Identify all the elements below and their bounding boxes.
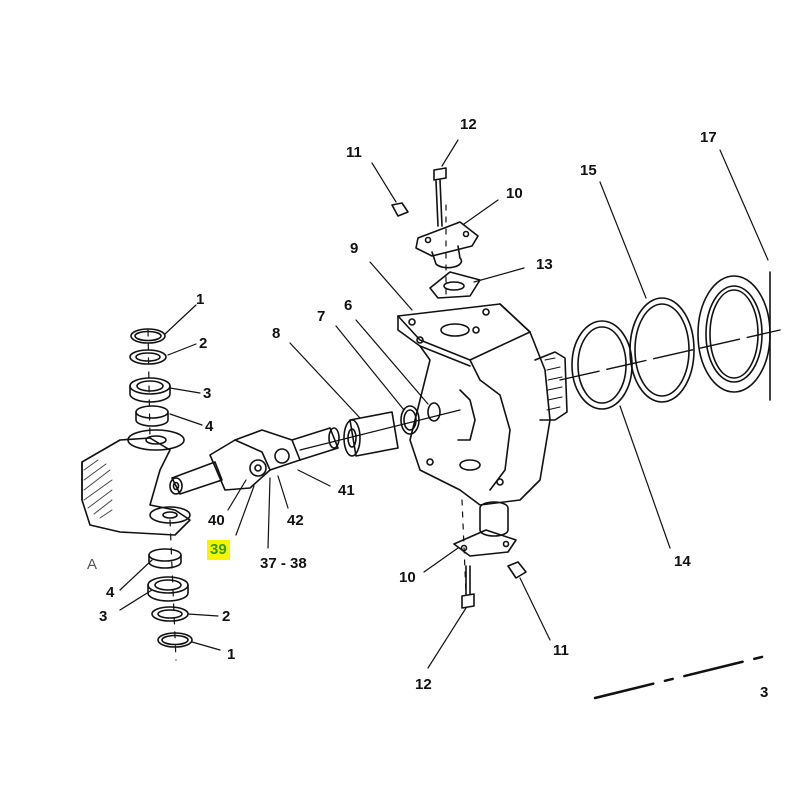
callout-42: 42 [287,512,304,529]
callout-1-bottom: 1 [227,646,236,663]
callout-3-edge: 3 [760,684,769,701]
top-king-pin-cap [391,167,481,301]
callout-10-top: 10 [506,185,523,202]
callout-7: 7 [317,308,326,325]
callout-3-top: 3 [203,385,212,402]
hub-seals-and-ring-gear [571,271,771,410]
callout-6: 6 [344,297,353,314]
callout-13: 13 [536,256,553,273]
callout-4-top: 4 [205,418,214,435]
callout-11-top: 11 [346,144,362,161]
callout-15: 15 [580,162,597,179]
callout-8: 8 [272,325,281,342]
callout-3-bottom: 3 [99,608,108,625]
callout-37-38: 37 - 38 [260,555,307,572]
callout-11-bottom: 11 [553,642,569,659]
callout-10-bottom: 10 [399,569,416,586]
callout-14: 14 [674,553,691,570]
callout-39-highlighted[interactable]: 39 [207,540,230,560]
callout-4-bottom: 4 [106,584,115,601]
section-label: A [87,556,98,573]
leader-lines [119,139,769,669]
steering-knuckle [397,303,568,506]
callout-17: 17 [700,129,717,146]
bottom-bearing-stack [147,548,193,648]
shaft-bush-and-rings [343,402,441,457]
callout-9: 9 [350,240,359,257]
universal-joint-shaft [169,427,340,495]
bottom-king-pin-cap [453,499,527,609]
callout-1-top: 1 [196,291,205,308]
callout-12-bottom: 12 [415,676,432,693]
callout-41: 41 [338,482,355,499]
callout-2-top: 2 [199,335,208,352]
callout-12-top: 12 [460,116,477,133]
top-bearing-stack [129,328,171,427]
callout-40: 40 [208,512,225,529]
callout-2-bottom: 2 [222,608,231,625]
